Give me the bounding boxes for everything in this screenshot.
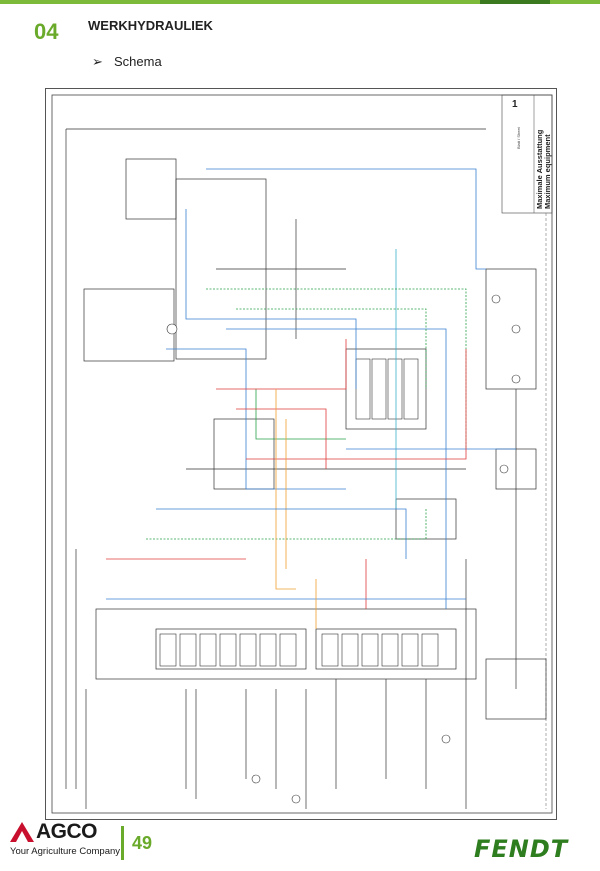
- bullet-label: Schema: [114, 54, 162, 69]
- top-accent-bar: [0, 0, 600, 4]
- fendt-brand-text: FENDT: [474, 835, 569, 863]
- section-number: 04: [34, 19, 59, 44]
- footer-divider: [121, 826, 124, 860]
- hydraulic-schematic: Maximale Ausstattung Maximum equipment B…: [45, 88, 557, 820]
- agco-tagline: Your Agriculture Company: [10, 846, 121, 857]
- agco-logo: AGCO Your Agriculture Company: [8, 820, 121, 864]
- agco-brand-text: AGCO: [36, 820, 98, 843]
- sheet-label: Blatt / Sheet: [516, 126, 521, 149]
- bullet-item: ➢ Schema: [92, 54, 162, 70]
- schematic-drawing: Maximale Ausstattung Maximum equipment B…: [51, 94, 553, 814]
- sheet-number: 1: [512, 99, 518, 110]
- fendt-logo: FENDT: [474, 835, 592, 863]
- agco-triangle-icon: [10, 822, 34, 842]
- page-number: 49: [132, 833, 153, 853]
- arrow-bullet-icon: ➢: [92, 54, 103, 69]
- schema-title-en: Maximum equipment: [543, 134, 552, 209]
- schema-title-de: Maximale Ausstattung: [535, 129, 544, 209]
- top-accent-bar-dark: [480, 0, 550, 4]
- section-title: WERKHYDRAULIEK: [88, 18, 213, 33]
